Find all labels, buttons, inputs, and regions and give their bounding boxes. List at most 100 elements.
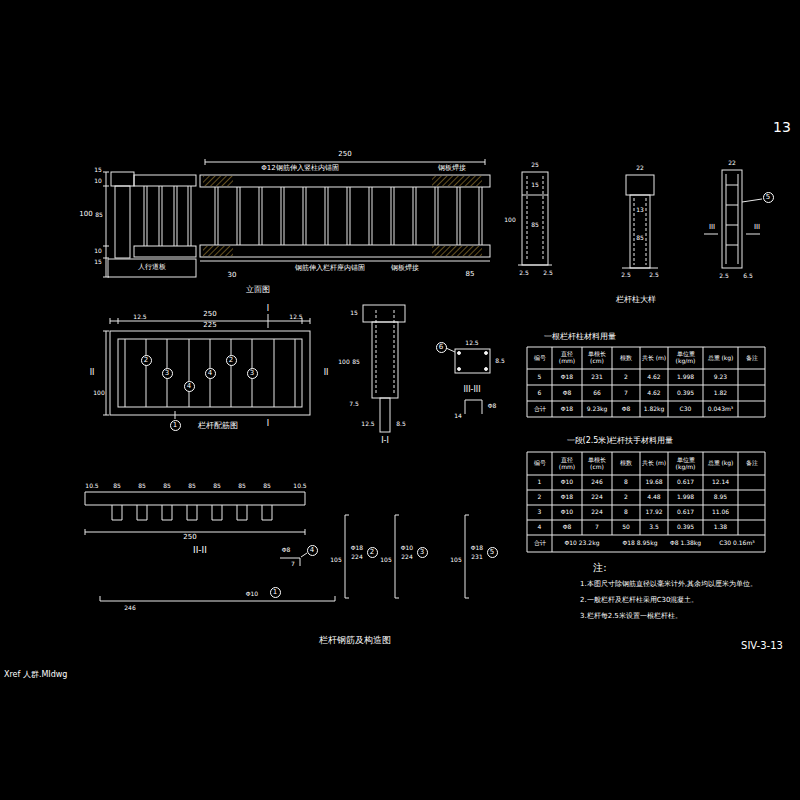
post-detail-label: 25 (531, 162, 539, 169)
elevation-label: 100 (79, 211, 92, 219)
section-ii (85, 492, 305, 535)
callout-number: 1 (271, 588, 280, 597)
section-iii (485, 352, 488, 355)
note-text: 注: (593, 562, 606, 573)
plan-label: 12.5 (289, 314, 302, 321)
table-header: 单位重 (kg/m) (670, 457, 702, 470)
post-details (704, 174, 762, 264)
elevation-label: 250 (338, 151, 351, 159)
table-cell: 66 (593, 390, 601, 397)
material-tables (527, 347, 765, 417)
plan-view (118, 339, 302, 407)
table-cell: Φ8 1.38kg (670, 540, 701, 547)
callout-circle: 5 (763, 192, 774, 203)
section-i (380, 398, 390, 432)
table-cell: 231 (591, 374, 602, 381)
section-label: 85 (352, 359, 360, 366)
callout-number: 5 (488, 548, 497, 557)
table-cell: 5 (538, 374, 542, 381)
post-details (518, 195, 552, 265)
section-iii (455, 349, 490, 373)
elevation-view (432, 246, 482, 256)
elevation-view (111, 172, 134, 186)
callout-circle: 3 (417, 547, 428, 558)
rebar-label: 224 (401, 554, 412, 561)
table-cell: Φ8 (622, 406, 631, 413)
elevation-view (144, 186, 191, 246)
callout-circle: 1 (170, 420, 181, 431)
section-ii (112, 505, 272, 520)
note-text: 2.一般栏杆及栏杆柱采用C30混凝土。 (580, 597, 698, 605)
elevation-view (203, 246, 233, 256)
section-label: 12.5 (361, 421, 374, 428)
table-cell: 224 (591, 509, 602, 516)
table-cell: 0.395 (677, 390, 694, 397)
section-ii (85, 492, 305, 505)
section-iii (458, 352, 461, 355)
rebar-label: 224 (351, 554, 362, 561)
elevation-view (134, 175, 196, 186)
post-detail-label: 2.5 (519, 270, 529, 277)
section-label: 15 (350, 310, 358, 317)
post-detail-label: 2.5 (543, 270, 553, 277)
plan-label: II (90, 369, 95, 378)
elevation-view (115, 186, 130, 258)
callout-circle: 4 (205, 368, 216, 379)
table-cell: 2 (624, 494, 628, 501)
table-cell: 9.23 (714, 374, 727, 381)
post-detail-label: 2.5 (621, 272, 631, 279)
table-header: 备注 (740, 355, 764, 362)
post-details (622, 268, 658, 269)
table-cell: C30 (680, 406, 692, 413)
elevation-view (108, 259, 196, 277)
section-label: 85 (138, 483, 146, 490)
post-detail-label: 85 (531, 222, 539, 229)
table-cell: C30 0.16m³ (719, 540, 754, 547)
post-detail-label: 栏杆柱大样 (616, 296, 656, 305)
section-label: 7.5 (349, 401, 359, 408)
table-cell: 4.62 (647, 390, 660, 397)
table-header: 总重 (kg) (705, 460, 737, 467)
post-detail-label: 22 (636, 165, 644, 172)
rebar-label: 105 (330, 557, 341, 564)
callout-number: 2 (227, 356, 236, 365)
material-tables (527, 452, 765, 552)
elevation-view (432, 176, 482, 186)
plan-label: II (324, 369, 329, 378)
plan-view (103, 331, 175, 419)
elevation-label: Φ12钢筋伸入竖柱内锚固 (261, 165, 338, 173)
table-cell: 12.14 (712, 479, 729, 486)
elevation-label: 钢板焊接 (438, 165, 466, 173)
post-detail-label: III (754, 224, 760, 232)
table-cell: 1.998 (677, 374, 694, 381)
table-header: 共长 (m) (642, 355, 667, 362)
table-cell: 3.5 (649, 524, 659, 531)
table-cell: 11.06 (712, 509, 729, 516)
rebar-label: Φ8 (282, 547, 291, 554)
callout-number: 2 (142, 356, 151, 365)
elevation-view (200, 159, 490, 261)
section-label: III-III (463, 386, 480, 395)
rebar-label: Φ18 (471, 545, 483, 552)
section-label: 8.5 (396, 421, 406, 428)
post-detail-label: 100 (504, 217, 515, 224)
table-header: 根数 (614, 355, 639, 362)
plan-view (125, 339, 295, 407)
callout-circle: 2 (141, 355, 152, 366)
table-cell: 1.38 (714, 524, 727, 531)
plan-view (110, 331, 310, 415)
table-cell: 4.62 (647, 374, 660, 381)
rebar-shapes (345, 515, 469, 598)
table-cell: 19.68 (645, 479, 662, 486)
section-label: 85 (188, 483, 196, 490)
callout-circle: 2 (226, 355, 237, 366)
post-detail-label: 85 (636, 235, 644, 242)
rebar-label: 231 (471, 554, 482, 561)
note-text: 3.栏杆每2.5米设置一根栏杆柱。 (580, 613, 682, 621)
table-cell: Φ8 (563, 390, 572, 397)
table-cell: 50 (622, 524, 630, 531)
table-cell: 17.92 (645, 509, 662, 516)
table-cell: 4 (538, 524, 542, 531)
rebar-label: Φ18 (351, 545, 363, 552)
callout-circle: 3 (247, 368, 258, 379)
